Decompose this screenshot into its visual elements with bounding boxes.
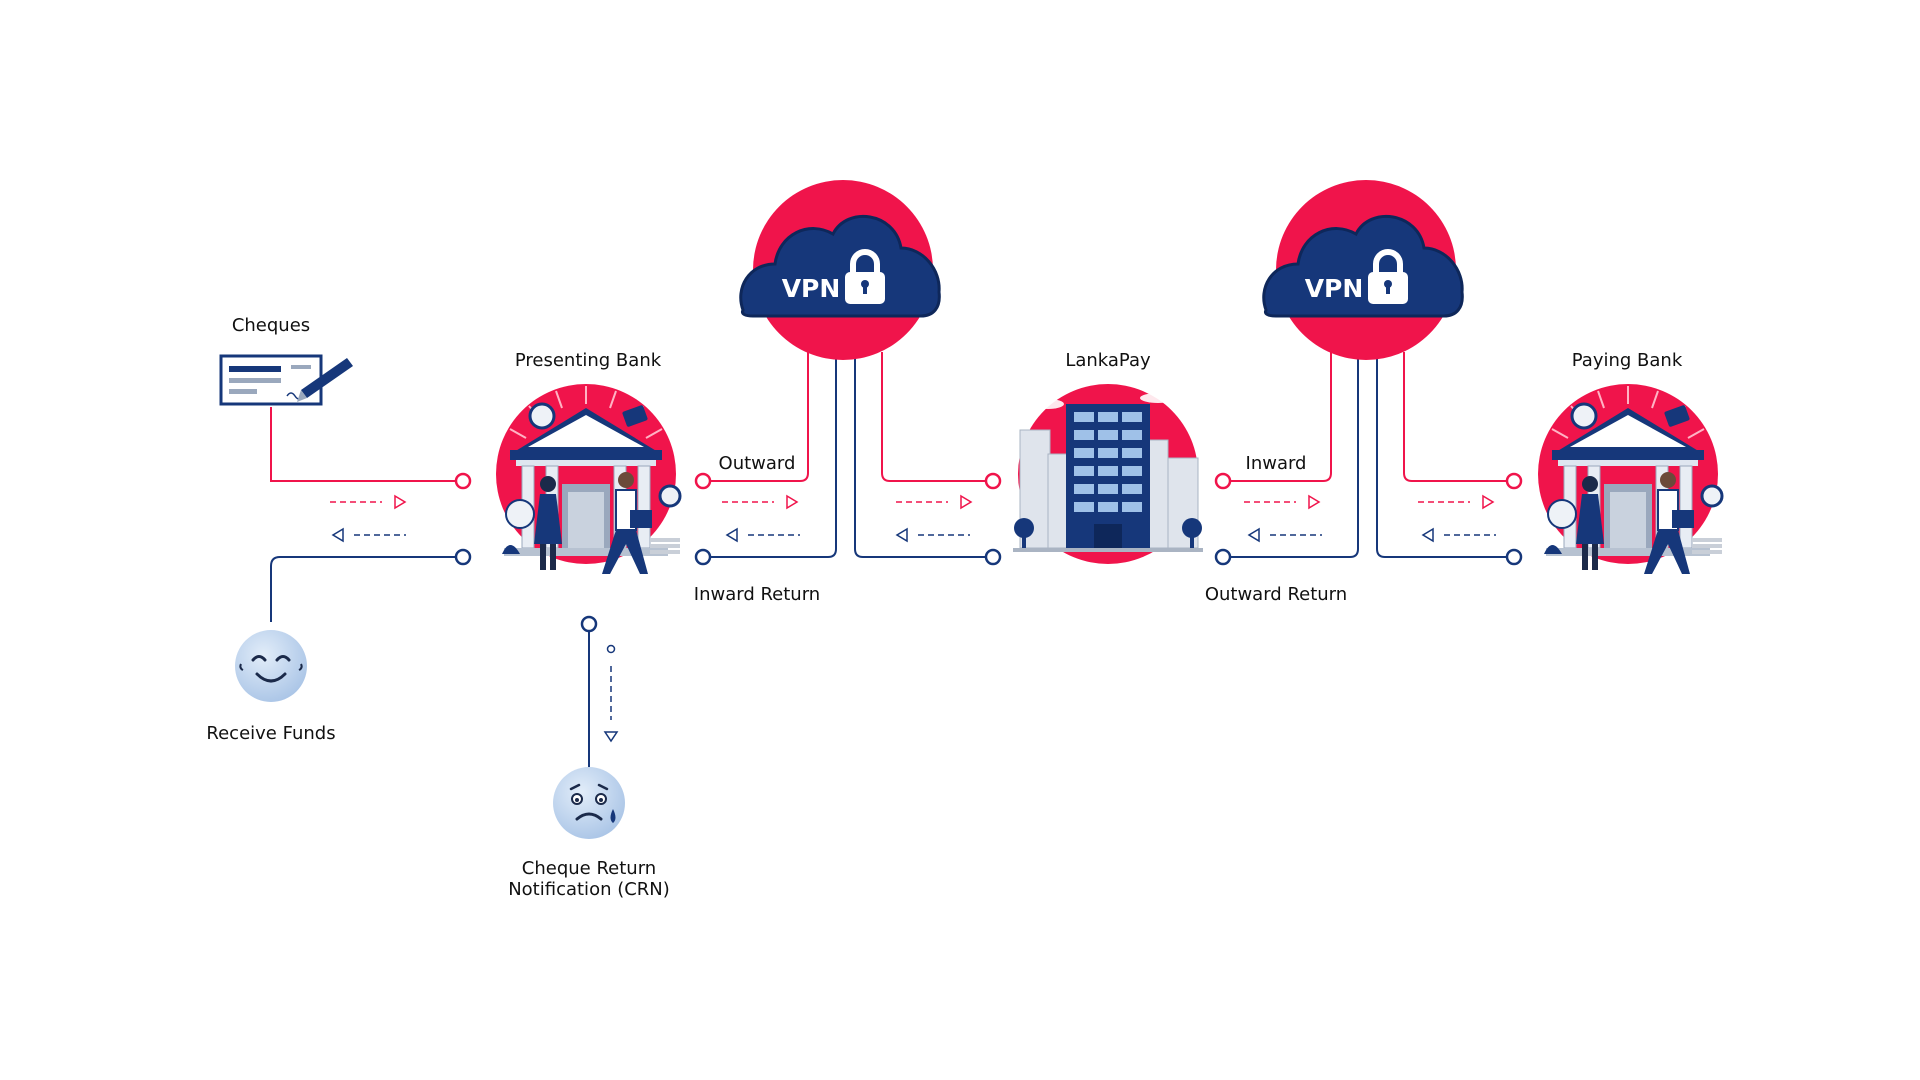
vpn-right-text: VPN <box>1305 274 1364 303</box>
outward-return-line-left <box>1227 352 1359 558</box>
paying-bank-label: Paying Bank <box>1571 350 1683 371</box>
vpn-cloud-lock-icon-right: VPN <box>1264 180 1463 360</box>
presenting-bank-icon <box>494 382 682 576</box>
inward-return-line-right <box>854 352 989 558</box>
presenting-bank-label: Presenting Bank <box>514 350 662 371</box>
inward-return-line-left <box>707 352 837 558</box>
vpn-left-text: VPN <box>782 274 841 303</box>
outward-line-right <box>881 352 989 482</box>
cheque-icon <box>219 354 353 406</box>
inward-return-label: Inward Return <box>693 584 821 605</box>
presenting-to-funds-line <box>270 556 459 622</box>
outward-return-line-right <box>1376 352 1510 558</box>
receive-funds-label: Receive Funds <box>206 723 336 744</box>
vpn-cloud-lock-icon-left: VPN <box>741 180 940 360</box>
lankapay-label: LankaPay <box>1065 350 1151 371</box>
outward-label: Outward <box>718 453 796 474</box>
office-tower-icon <box>1013 384 1203 564</box>
inward-line-left <box>1227 352 1332 482</box>
outward-line-left <box>707 352 809 482</box>
crn-label-line1: Cheque Return <box>521 858 657 879</box>
inward-line-right <box>1403 352 1510 482</box>
crn-label-line2: Notification (CRN) <box>508 879 670 900</box>
outward-return-label: Outward Return <box>1204 584 1348 605</box>
cheques-to-presenting-line <box>270 407 459 482</box>
cheques-label: Cheques <box>231 315 311 336</box>
sad-face-icon <box>553 767 625 839</box>
inward-label: Inward <box>1245 453 1307 474</box>
paying-bank-icon <box>1536 382 1724 576</box>
smiley-face-icon <box>235 630 307 702</box>
